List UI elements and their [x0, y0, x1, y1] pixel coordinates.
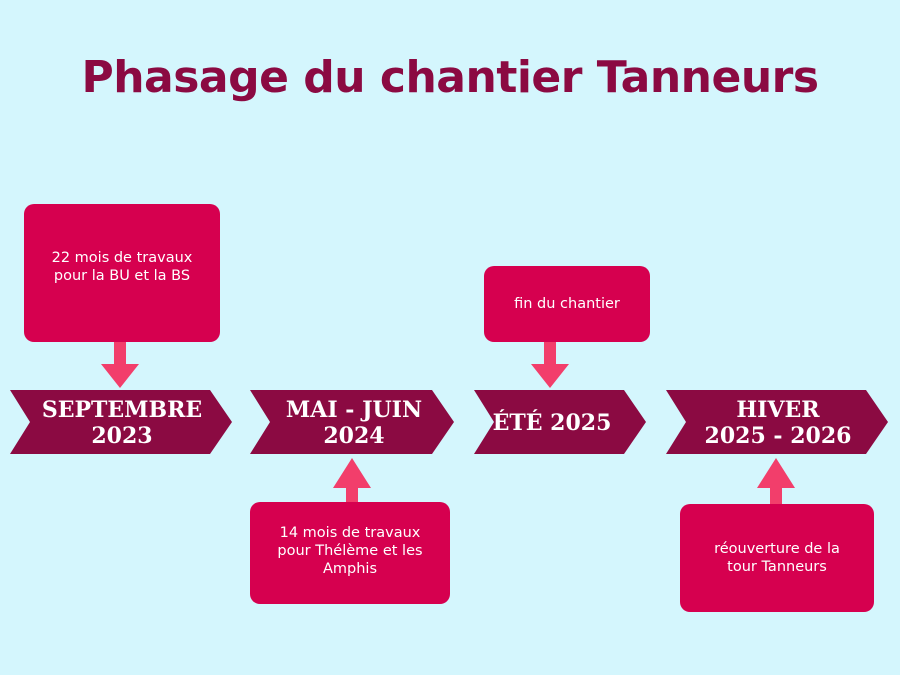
note-text-line: pour la BU et la BS: [54, 268, 190, 284]
phase-label-line: HIVER: [736, 397, 820, 423]
phase-banner-hiver-2025-2026: [666, 390, 888, 454]
phase-banner-sep-2023: [10, 390, 232, 454]
note-box-hiver-2025-2026: [680, 504, 874, 612]
phase-label-line: 2024: [323, 423, 384, 449]
note-text-line: pour Thélème et les: [277, 543, 422, 559]
phase-label-line: SEPTEMBRE: [42, 397, 202, 423]
note-text-line: Amphis: [323, 561, 377, 577]
note-box-sep-2023: [24, 204, 220, 342]
note-text-line: fin du chantier: [514, 296, 620, 312]
connector-arrow-mai-juin-2024: [333, 458, 371, 506]
connector-arrow-hiver-2025-2026: [757, 458, 795, 508]
note-text-line: réouverture de la: [714, 541, 840, 557]
phase-label-line: 2023: [91, 423, 152, 449]
phase-label-line: 2025 - 2026: [705, 423, 852, 449]
page-title: Phasage du chantier Tanneurs: [81, 52, 819, 103]
phase-banner-ete-2025: [474, 390, 646, 454]
note-box-mai-juin-2024: [250, 502, 450, 604]
phase-banner-mai-juin-2024: [250, 390, 454, 454]
phase-label-line: ÉTÉ 2025: [493, 409, 612, 436]
note-text-line: 14 mois de travaux: [280, 525, 421, 541]
phase-label-line: MAI - JUIN: [286, 397, 422, 423]
connector-arrow-sep-2023: [101, 338, 139, 388]
note-text-line: 22 mois de travaux: [52, 250, 193, 266]
note-text-line: tour Tanneurs: [727, 559, 827, 575]
note-box-ete-2025: [484, 266, 650, 342]
connector-arrow-ete-2025: [531, 338, 569, 388]
